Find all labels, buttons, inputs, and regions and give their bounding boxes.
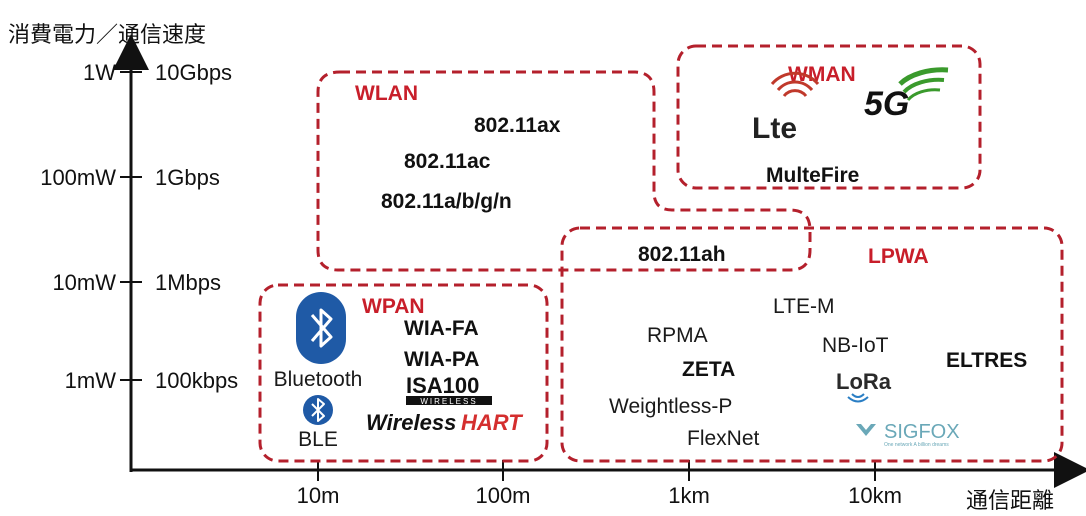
5g-logo: 5G [864, 67, 949, 123]
lte-m-label: LTE-M [773, 295, 834, 318]
svg-text:5G: 5G [864, 85, 909, 123]
lte-logo: Lte [752, 71, 820, 145]
wpan-label: WPAN [362, 295, 425, 318]
y-tick-speed-2: 1Gbps [155, 165, 220, 190]
wman-label: WMAN [788, 63, 856, 86]
y-ticks: 1W 10Gbps 100mW 1Gbps 10mW 1Mbps 1mW 100… [40, 60, 238, 393]
y-tick-power-3: 10mW [52, 270, 116, 295]
y-tick-speed-1: 10Gbps [155, 60, 232, 85]
ble-icon [303, 395, 333, 425]
x-tick-4: 10km [848, 483, 902, 508]
weightless-p-label: Weightless-P [609, 395, 732, 418]
wlan-item-ac: 802.11ac [404, 150, 491, 173]
eltres-label: ELTRES [946, 349, 1027, 372]
svg-text:HART: HART [461, 410, 523, 435]
y-axis-title: 消費電力／通信速度 [8, 23, 206, 48]
wlan-item-abgn: 802.11a/b/g/n [381, 190, 512, 213]
x-axis-title: 通信距離 [966, 489, 1054, 514]
rpma-label: RPMA [647, 324, 708, 347]
lpwa-label: LPWA [868, 245, 929, 268]
svg-text:ISA100: ISA100 [406, 373, 479, 398]
bluetooth-icon [296, 292, 346, 364]
flexnet-label: FlexNet [687, 427, 760, 450]
wlan-label: WLAN [355, 82, 418, 105]
sigfox-logo: SIGFOX One network A billion dreams [856, 421, 960, 448]
svg-text:Lte: Lte [752, 112, 797, 145]
y-tick-power-1: 1W [83, 60, 116, 85]
svg-text:SIGFOX: SIGFOX [884, 421, 960, 443]
svg-text:WIRELESS: WIRELESS [420, 397, 477, 406]
wlan-region-border [316, 70, 812, 272]
nb-iot-label: NB-IoT [822, 334, 889, 357]
lora-logo: LoRa [836, 369, 892, 403]
svg-text:Wireless: Wireless [366, 410, 456, 435]
wia-fa-label: WIA-FA [404, 317, 479, 340]
x-ticks: 10m 100m 1km 10km [297, 460, 902, 508]
wlan-item-ah: 802.11ah [638, 243, 726, 266]
svg-text:LoRa: LoRa [836, 369, 892, 394]
svg-text:One network A billion dreams: One network A billion dreams [884, 442, 949, 448]
x-tick-1: 10m [297, 483, 340, 508]
y-tick-power-4: 1mW [65, 368, 117, 393]
y-tick-speed-3: 1Mbps [155, 270, 221, 295]
multefire-label: MulteFire [766, 164, 859, 187]
wirelesshart-logo: Wireless HART [366, 410, 523, 435]
isa100-logo: ISA100 WIRELESS [406, 373, 492, 406]
wia-pa-label: WIA-PA [404, 348, 479, 371]
wlan-item-ax: 802.11ax [474, 114, 561, 137]
x-tick-3: 1km [668, 483, 710, 508]
ble-label: BLE [298, 428, 338, 451]
zeta-label: ZETA [682, 358, 735, 381]
y-tick-power-2: 100mW [40, 165, 116, 190]
x-tick-2: 100m [475, 483, 530, 508]
wman-region-border [676, 44, 982, 190]
lpwa-region-border [560, 226, 1064, 463]
bluetooth-label: Bluetooth [274, 368, 363, 391]
y-tick-speed-4: 100kbps [155, 368, 238, 393]
